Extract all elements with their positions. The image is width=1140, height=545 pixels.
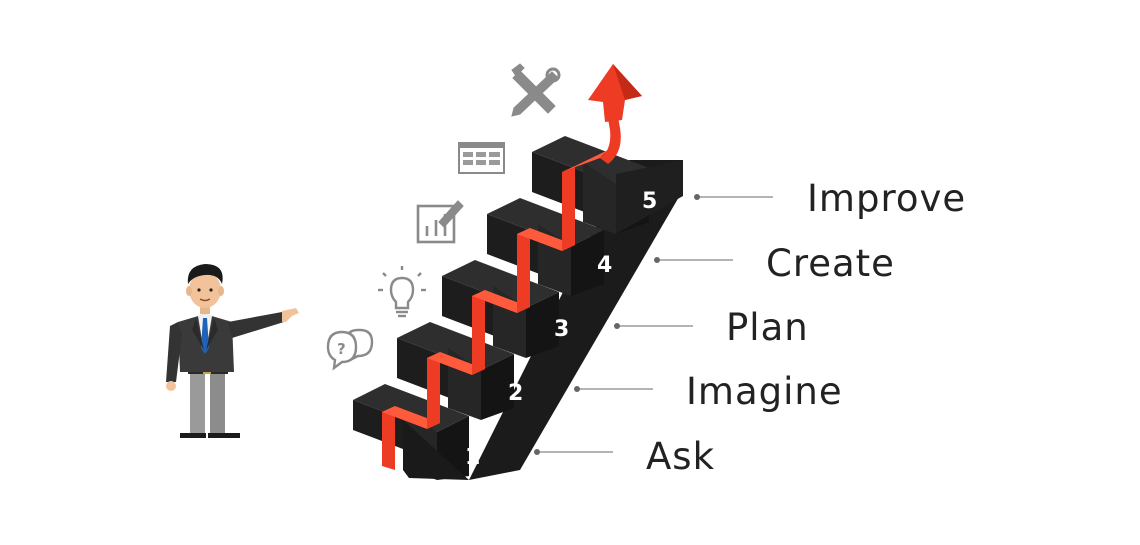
- svg-text:?: ?: [337, 340, 346, 358]
- blueprint-icon: [458, 142, 505, 174]
- step-number-1: 1: [465, 445, 480, 470]
- step-number-3: 3: [554, 317, 569, 342]
- staircase: 1 2 3 4 5: [353, 64, 683, 480]
- question-chat-icon: ?: [326, 328, 374, 371]
- businessman-figure: [166, 264, 299, 438]
- plan-chart-icon: [416, 200, 464, 244]
- step-number-5: 5: [642, 189, 657, 214]
- step-label-improve: Improve: [807, 177, 967, 220]
- lightbulb-icon: [378, 266, 426, 318]
- step-number-2: 2: [508, 381, 523, 406]
- progress-arrow: [382, 64, 642, 470]
- step-label-imagine: Imagine: [686, 370, 843, 413]
- step-label-create: Create: [766, 242, 895, 285]
- step-label-plan: Plan: [726, 306, 809, 349]
- step-number-4: 4: [597, 253, 612, 278]
- leader-lines: [534, 194, 773, 455]
- tools-icon: [511, 63, 561, 117]
- step-label-ask: Ask: [646, 435, 716, 478]
- step-5: [532, 136, 683, 234]
